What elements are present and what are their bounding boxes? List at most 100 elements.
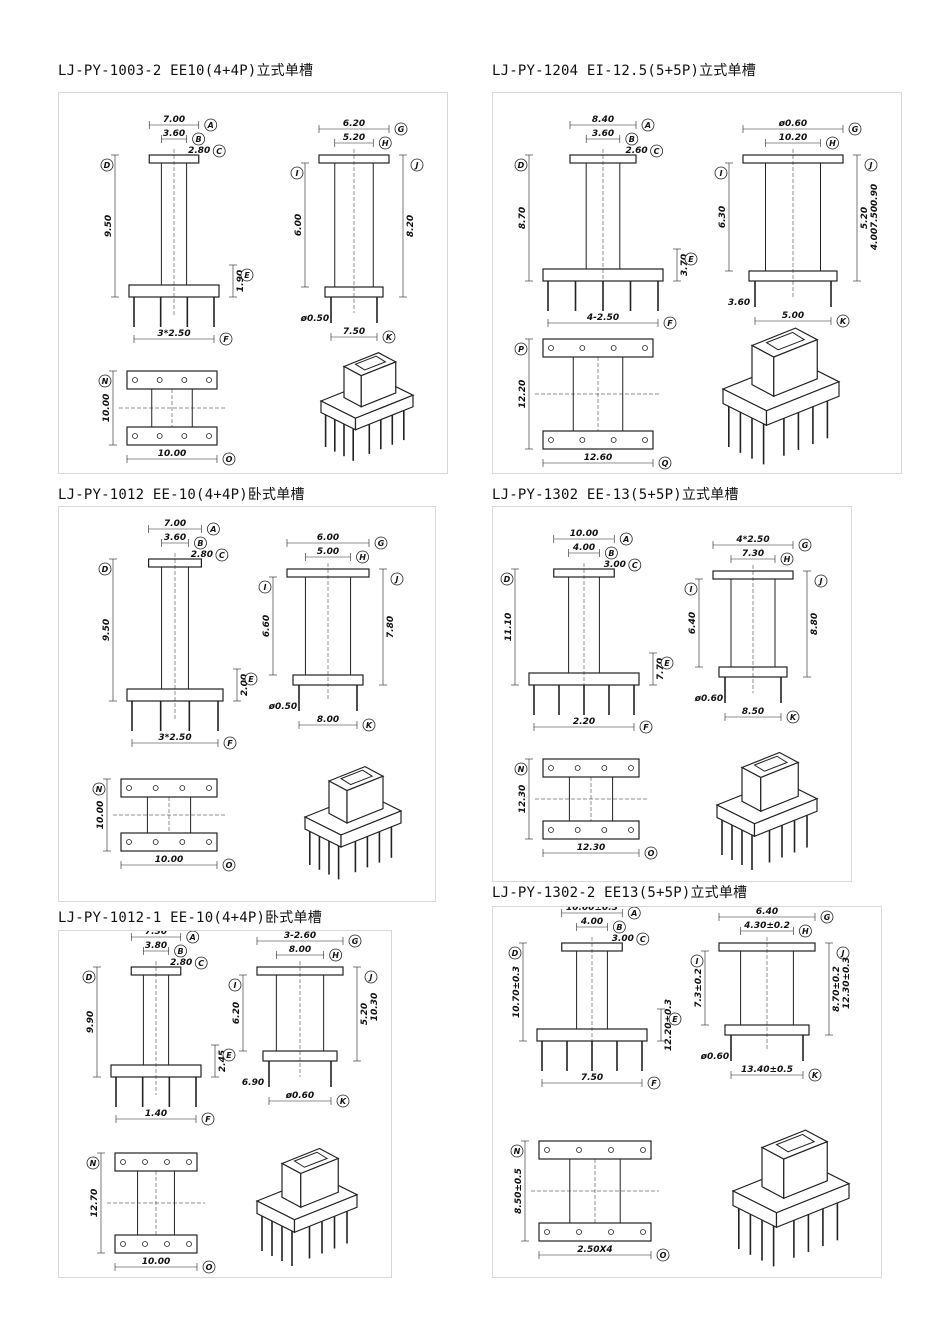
dimension-label: 10.20 [779,133,807,143]
dimension-label: 6.00 [317,533,339,543]
callout-f: F [223,736,237,750]
callout-d: D [100,158,114,172]
svg-text:E: E [226,1051,232,1060]
callout-d: D [514,158,528,172]
callout-e: E [240,268,254,282]
dimension-label: 9.50 [102,619,112,641]
isometric-view [731,1129,851,1267]
callout-k: K [382,330,396,344]
svg-text:A: A [644,121,651,130]
dimension-label: 2.00 [240,674,250,696]
svg-text:J: J [394,575,399,584]
callout-a: A [186,931,200,944]
section-title-1: LJ-PY-1003-2 EE10(4+4P)立式单槽 [58,63,314,79]
callout-e: E [660,656,674,670]
section-title-3: LJ-PY-1012 EE-10(4+4P)卧式单槽 [58,487,305,503]
svg-text:H: H [332,951,339,960]
svg-text:F: F [227,739,233,748]
dimension-label: 7.70 [656,658,666,680]
callout-h: H [329,948,343,962]
dimension-label: 12.70 [90,1189,100,1217]
dimension-label: 7.50 [870,206,880,228]
svg-text:J: J [368,973,373,982]
svg-text:J: J [868,161,873,170]
callout-b: B [605,546,618,560]
dimension-label: 10.00 [102,394,112,422]
callout-d: D [82,970,96,984]
dimension-label: 6.40 [756,907,778,917]
dimension-label: ø0.60 [285,1091,314,1101]
dimension-label: 7.30 [145,931,167,937]
callout-o: O [222,858,236,872]
dimension-label: 10.00 [158,449,186,459]
callout-e: E [244,672,258,686]
svg-text:C: C [216,147,222,156]
dimension-label: 8.50±0.5 [514,1168,524,1214]
dimension-label: 4.00 [572,543,595,553]
dimension-label: 3.60 [164,533,186,543]
svg-text:B: B [178,947,184,956]
dimension-label: 4.30±0.2 [743,921,790,931]
svg-text:H: H [359,553,366,562]
svg-text:G: G [378,539,385,548]
svg-text:C: C [198,959,204,968]
dimension-label: 7.3±0.2 [694,968,704,1007]
dimension-label: ø0.50 [268,702,297,712]
dimension-label: 2.80 [170,958,192,968]
callout-b: B [613,920,626,934]
callout-e: E [684,252,698,266]
svg-text:I: I [720,169,723,178]
svg-text:A: A [630,909,637,918]
svg-text:O: O [648,849,655,858]
callout-b: B [174,944,187,958]
callout-j: J [864,158,878,172]
dimension-label: 8.50 [742,707,764,717]
svg-text:F: F [667,319,673,328]
isometric-view [715,751,819,870]
callout-q: Q [658,456,672,470]
dimension-label: ø0.60 [778,119,807,129]
dimension-label: 7.30 [742,549,764,559]
callout-k: K [336,1094,350,1108]
svg-text:D: D [518,161,525,170]
svg-text:G: G [824,913,831,922]
section-title-5: LJ-PY-1012-1 EE-10(4+4P)卧式单槽 [58,910,322,926]
callout-n: N [510,1144,524,1158]
isometric-view [255,1147,359,1266]
callout-n: N [514,762,528,776]
dimension-label: 7.50 [581,1073,603,1083]
svg-text:O: O [660,1251,667,1260]
callout-f: F [201,1112,215,1126]
callout-i: I [714,166,728,180]
callout-a: A [619,532,633,546]
callout-e: E [222,1048,236,1062]
svg-text:J: J [414,161,419,170]
dimension-label: 2.45 [218,1050,228,1072]
dimension-label: 12.20±0.3 [664,999,674,1051]
svg-text:D: D [512,949,519,958]
callout-a: A [627,907,641,920]
dimension-label: 3.70 [680,254,690,276]
section-title-6: LJ-PY-1302-2 EE13(5+5P)立式单槽 [492,885,748,901]
svg-text:N: N [518,765,525,774]
svg-text:B: B [616,923,622,932]
dimension-label: 8.80 [810,613,820,635]
dimension-label: 3.60 [592,129,614,139]
callout-i: I [290,166,304,180]
dimension-label: 12.20 [518,380,528,408]
callout-i: I [684,582,698,596]
